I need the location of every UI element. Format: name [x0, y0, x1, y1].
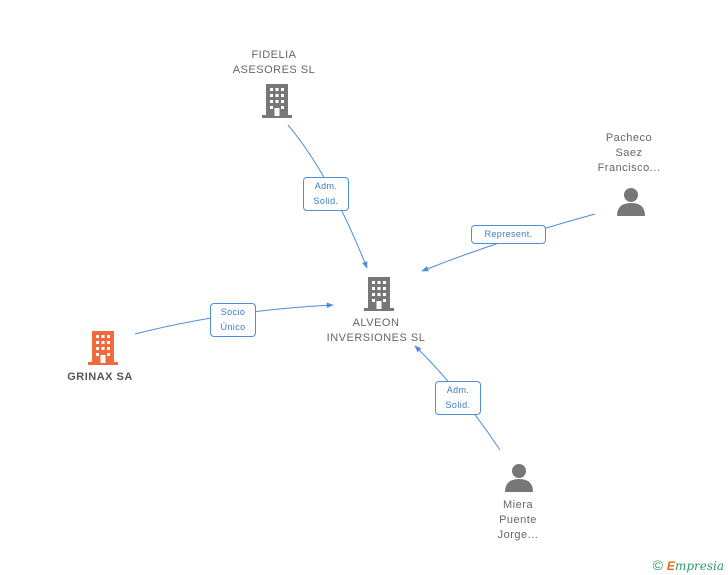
edge-label-line: Solid. [313, 196, 339, 206]
edge-label-miera-alveon: Adm. Solid. [435, 381, 481, 415]
edge-label-grinax-alveon: Socio Único [210, 303, 256, 337]
node-grinax[interactable]: GRINAX SA [50, 370, 150, 385]
node-label: Miera Puente Jorge... [468, 498, 568, 543]
node-label-line: INVERSIONES SL [326, 332, 426, 344]
node-label-line: Jorge... [497, 529, 539, 541]
brand-footer[interactable]: ©Empresia [653, 557, 724, 573]
node-label: ALVEON INVERSIONES SL [316, 316, 436, 346]
brand-logo-text: mpresia [674, 559, 724, 573]
edge-label-line: Único [220, 322, 246, 332]
edge-label-line: Adm. [314, 181, 338, 191]
building-icon[interactable] [262, 84, 292, 118]
node-pacheco-saez[interactable]: Pacheco Saez Francisco... [579, 131, 679, 176]
node-miera-puente[interactable]: Miera Puente Jorge... [468, 498, 568, 543]
building-icon[interactable] [88, 331, 118, 365]
node-label-line: GRINAX SA [67, 371, 133, 383]
edge-label-pacheco-alveon: Represent. [471, 225, 546, 244]
brand-logo-letter: E [666, 559, 675, 573]
node-label-line: Puente [499, 514, 537, 526]
node-label: Pacheco Saez Francisco... [579, 131, 679, 176]
edge-label-line: Socio [220, 307, 246, 317]
person-icon[interactable] [504, 462, 534, 492]
node-label-line: Pacheco [605, 132, 653, 144]
node-alveon-inversiones[interactable]: ALVEON INVERSIONES SL [316, 316, 436, 346]
node-label-line: Saez [615, 147, 643, 159]
person-icon[interactable] [616, 186, 646, 216]
node-label-line: Miera [502, 499, 533, 511]
node-label: FIDELIA ASESORES SL [214, 48, 334, 78]
edge-label-line: Represent. [484, 229, 533, 239]
node-label-line: ASESORES SL [232, 64, 316, 76]
node-label-line: Francisco... [597, 162, 661, 174]
edge-label-fidelia-alveon: Adm. Solid. [303, 177, 349, 211]
node-label: GRINAX SA [50, 370, 150, 385]
node-fidelia-asesores[interactable]: FIDELIA ASESORES SL [214, 48, 334, 78]
building-icon[interactable] [364, 277, 394, 311]
node-label-line: FIDELIA [251, 49, 297, 61]
node-label-line: ALVEON [352, 317, 400, 329]
copyright-icon: © [652, 557, 663, 573]
edge-label-line: Adm. [446, 385, 470, 395]
edge-label-line: Solid. [445, 400, 471, 410]
